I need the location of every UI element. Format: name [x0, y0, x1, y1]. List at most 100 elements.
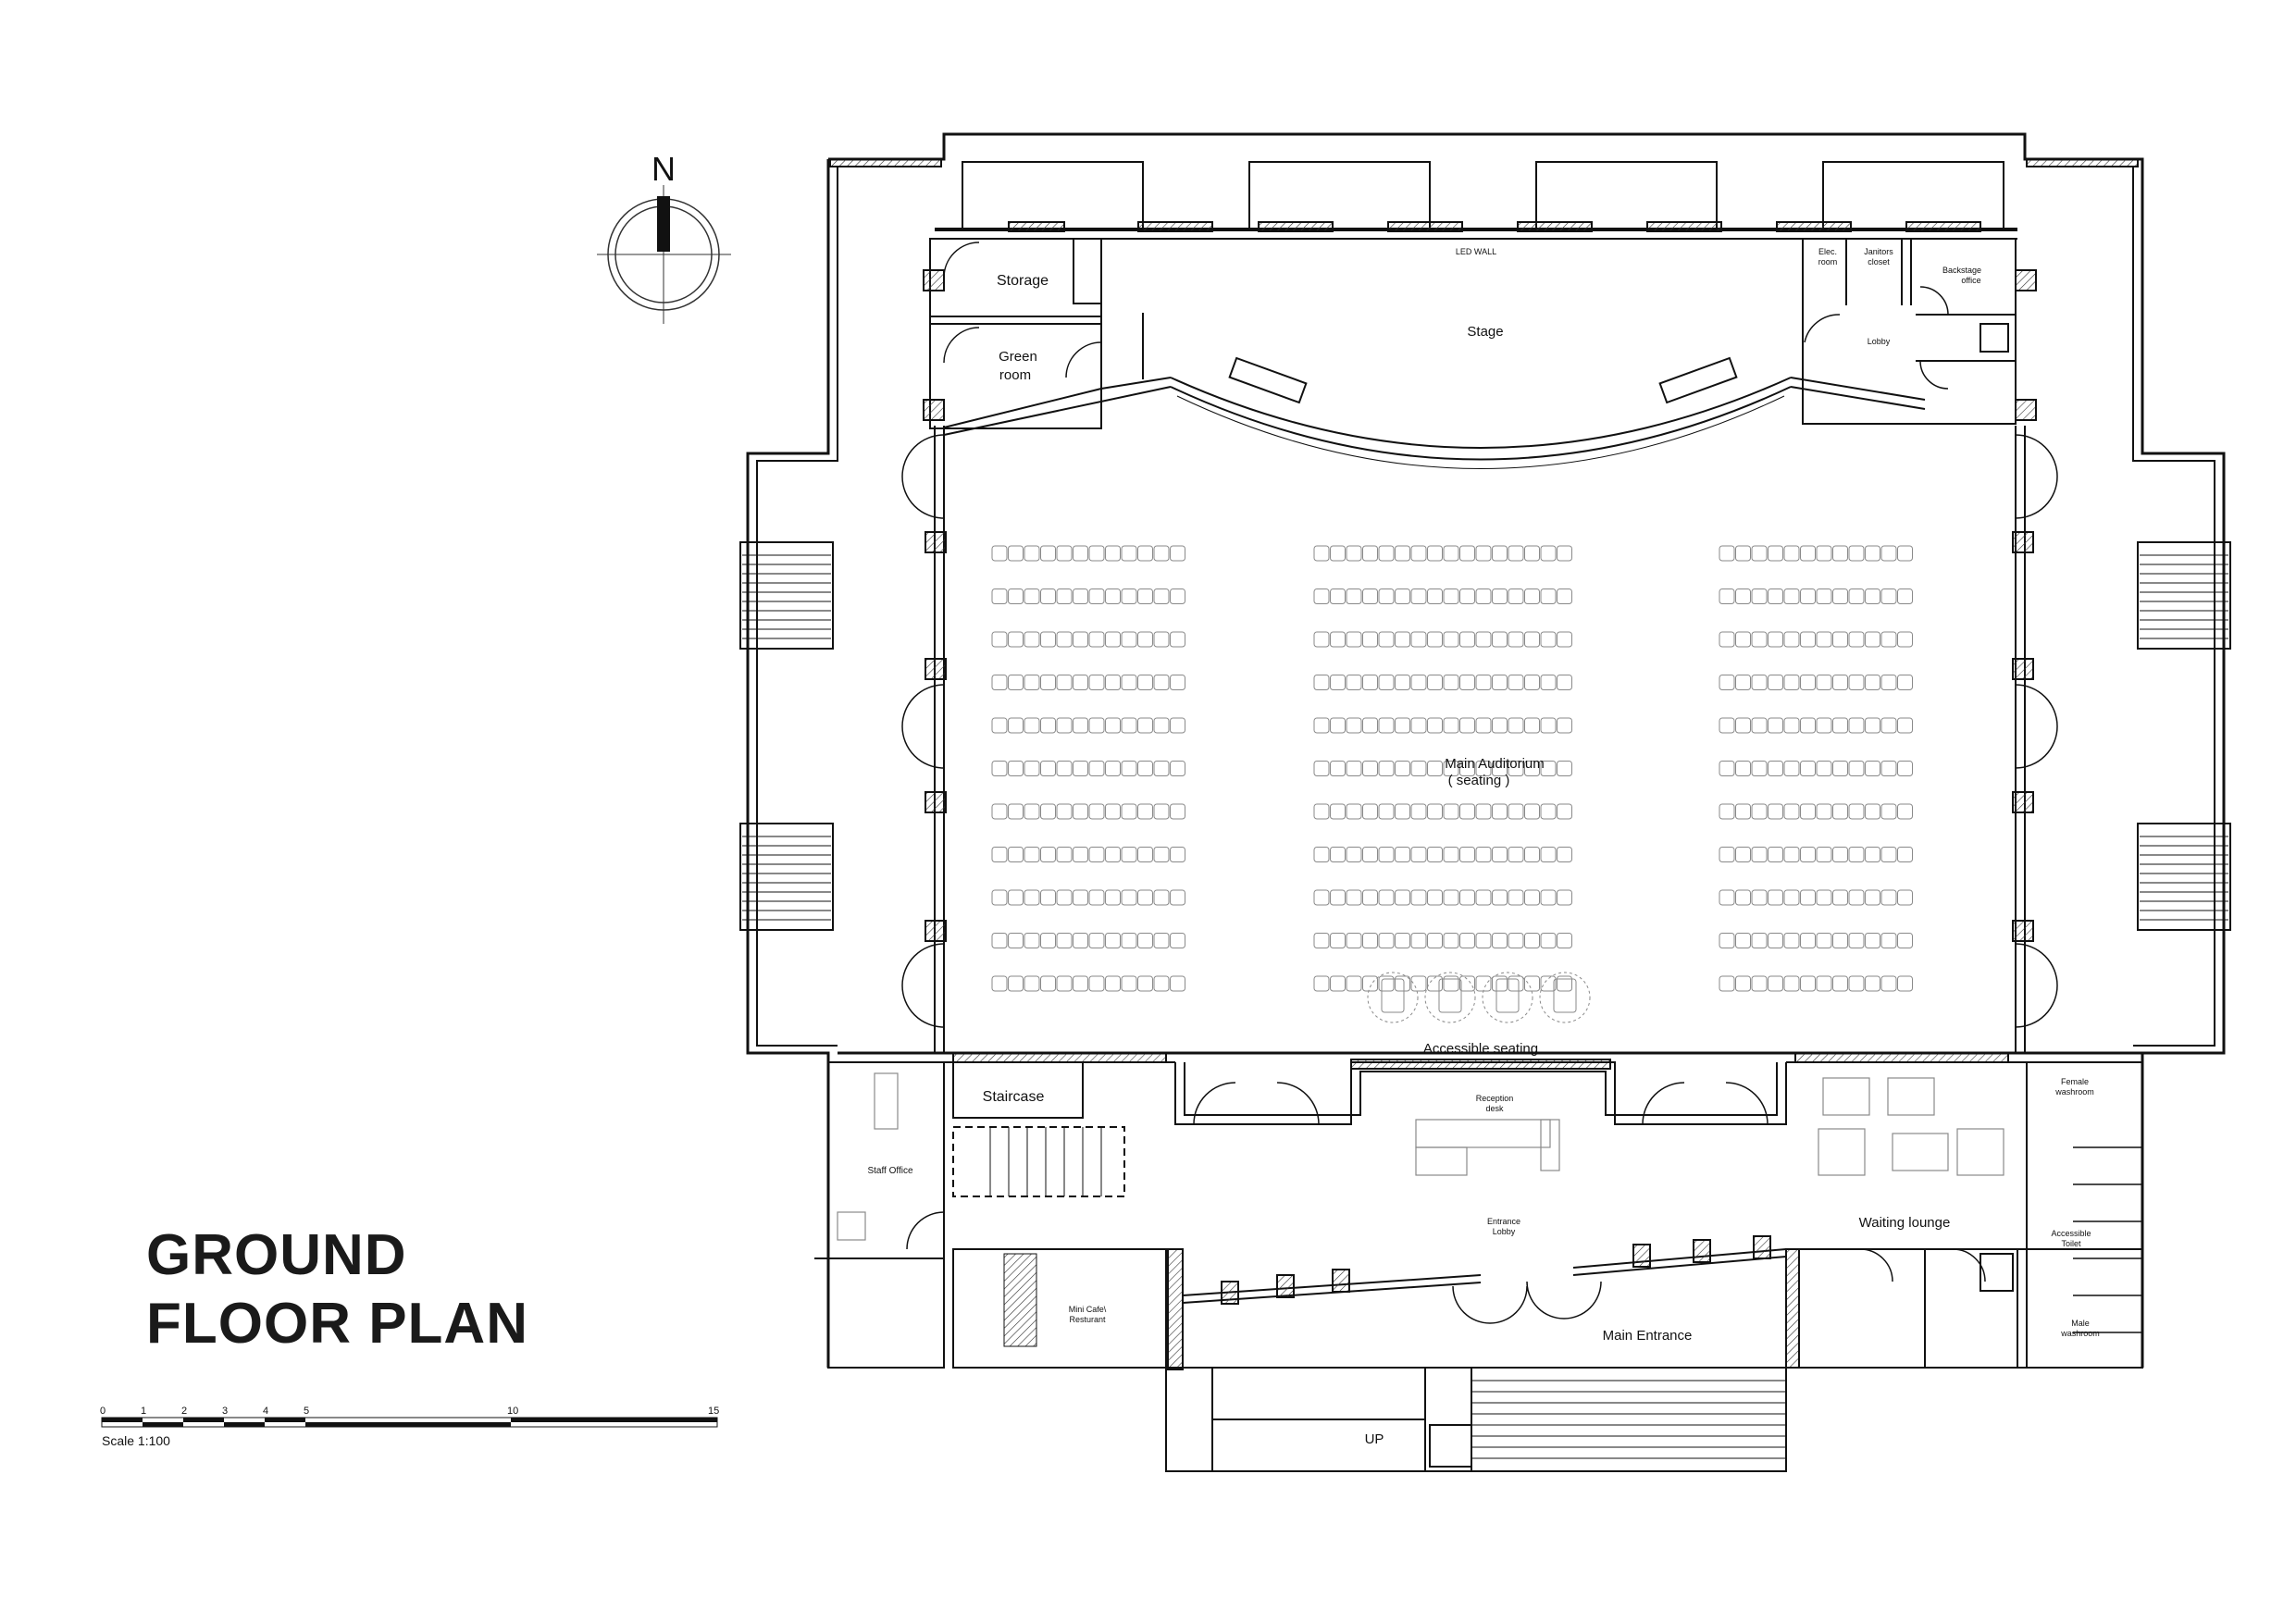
seat	[991, 847, 1008, 862]
seat	[1170, 933, 1185, 948]
scale-tick: 5	[304, 1406, 309, 1417]
seat	[991, 631, 1008, 648]
seat	[1735, 847, 1751, 862]
seat	[1735, 675, 1751, 690]
seat	[1410, 889, 1427, 906]
seat	[1395, 717, 1410, 734]
seat	[1008, 975, 1024, 992]
seat	[1024, 761, 1040, 776]
seat	[1443, 889, 1459, 906]
seat	[1492, 588, 1508, 604]
seat	[1524, 933, 1540, 948]
seat	[1330, 803, 1346, 820]
seat	[1153, 889, 1170, 906]
seat	[1443, 803, 1459, 820]
seat	[1524, 588, 1540, 604]
backstage-rooms	[1802, 238, 2037, 425]
seat	[1362, 588, 1378, 604]
seat	[1153, 717, 1170, 734]
seat	[1816, 717, 1832, 734]
seat	[1362, 975, 1378, 992]
label-elec-room: Elec.	[1818, 247, 1837, 256]
label-elec-room-2: room	[1818, 257, 1838, 266]
label-staff-office: Staff Office	[867, 1166, 913, 1176]
seat	[1848, 588, 1865, 604]
seat	[1008, 847, 1024, 862]
seat	[1427, 975, 1443, 992]
label-backstage-office: Backstage	[1942, 266, 1981, 275]
label-lobby: Lobby	[1868, 337, 1891, 346]
seat	[1751, 675, 1768, 690]
seat	[1443, 545, 1459, 562]
seat	[1410, 761, 1427, 776]
seat	[1865, 975, 1880, 992]
seat	[1330, 889, 1346, 906]
seat	[1475, 717, 1492, 734]
seat	[1056, 675, 1073, 690]
seat	[1346, 889, 1362, 906]
seat	[1410, 545, 1427, 562]
seat	[991, 675, 1008, 690]
seat	[1040, 588, 1056, 604]
seat	[1459, 588, 1475, 604]
seat	[1056, 717, 1073, 734]
seat	[1475, 975, 1492, 992]
label-reception-desk: Reception	[1476, 1094, 1514, 1103]
seat	[1395, 847, 1410, 862]
seat	[1121, 889, 1137, 906]
seat	[1492, 631, 1508, 648]
seat	[1492, 761, 1508, 776]
seat	[1170, 975, 1185, 992]
seat	[1378, 933, 1395, 948]
seat	[1800, 588, 1816, 604]
seat	[1816, 545, 1832, 562]
seat	[1832, 803, 1848, 820]
seat	[1492, 847, 1508, 862]
seat	[1768, 975, 1783, 992]
seat	[1865, 889, 1880, 906]
label-reception-desk-2: desk	[1485, 1104, 1504, 1113]
seat	[1137, 975, 1153, 992]
seat	[1768, 717, 1783, 734]
seat	[1557, 975, 1572, 992]
seat	[1008, 545, 1024, 562]
seat	[1427, 889, 1443, 906]
seat	[1508, 761, 1524, 776]
seat	[1492, 717, 1508, 734]
seat	[1880, 975, 1897, 992]
front-walls	[814, 1051, 2143, 1370]
seat	[1768, 847, 1783, 862]
seat	[1410, 717, 1427, 734]
seat	[1751, 889, 1768, 906]
seat	[1153, 803, 1170, 820]
seat	[1170, 631, 1185, 648]
seat	[1865, 675, 1880, 690]
seat	[1395, 975, 1410, 992]
seat	[1508, 847, 1524, 862]
seat	[1832, 675, 1848, 690]
seat	[1816, 588, 1832, 604]
seat	[1073, 717, 1088, 734]
seat	[1768, 631, 1783, 648]
seat	[1735, 933, 1751, 948]
seat	[1735, 631, 1751, 648]
seat	[1153, 675, 1170, 690]
seat	[1848, 761, 1865, 776]
seat	[1024, 847, 1040, 862]
seat	[991, 545, 1008, 562]
seat	[1008, 717, 1024, 734]
seat	[1378, 717, 1395, 734]
seat	[1137, 588, 1153, 604]
seat	[1427, 675, 1443, 690]
seat	[1897, 847, 1913, 862]
seat	[1459, 803, 1475, 820]
seat	[1395, 803, 1410, 820]
seat	[1800, 975, 1816, 992]
seat	[1540, 717, 1557, 734]
seat	[1865, 847, 1880, 862]
seat	[1427, 761, 1443, 776]
seat	[1800, 631, 1816, 648]
seat	[1540, 631, 1557, 648]
scale-ticks: 0 1 2 3 4 5 10 15	[100, 1406, 719, 1417]
seat	[1427, 717, 1443, 734]
